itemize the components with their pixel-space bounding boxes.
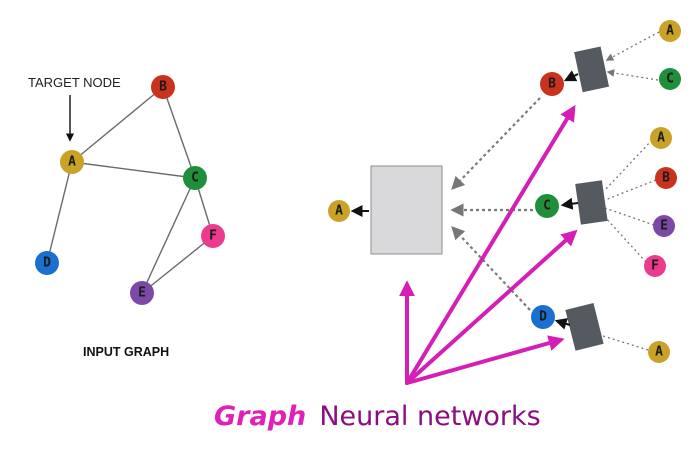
edge-d-box-to-d [554, 318, 571, 330]
target-node-label: TARGET NODE [28, 75, 121, 90]
level2-node-c-b: B [655, 167, 677, 189]
magenta-arrow-to-d [405, 335, 565, 385]
input-graph-caption: INPUT GRAPH [83, 345, 169, 359]
svg-text:C: C [666, 72, 674, 87]
input-node-b: B [151, 75, 175, 99]
aggregation-box-center [370, 165, 443, 255]
svg-text:B: B [548, 77, 556, 92]
edge-l2-a-to-c-box [604, 139, 653, 191]
edge-a-b [71, 86, 164, 163]
level2-node-d-a: A [648, 341, 670, 363]
edge-b-c [162, 86, 196, 179]
edge-l1-b-to-center [451, 97, 541, 190]
edge-b-box-to-b [563, 70, 579, 82]
title-graph: Graph [214, 401, 306, 432]
level1-node-d: D [531, 305, 555, 329]
svg-text:B: B [662, 171, 670, 186]
aggregation-box-d [565, 302, 604, 351]
computation-graph: A B C D A C [328, 20, 681, 363]
page-title: Graph Neural networks [214, 401, 541, 432]
level2-node-b-c: C [659, 68, 681, 90]
level2-node-b-a: A [659, 20, 681, 42]
input-node-e: E [130, 281, 154, 305]
aggregation-box-c [575, 180, 608, 225]
magenta-arrows [399, 104, 578, 385]
edge-l2-b-to-c-box [604, 179, 657, 201]
input-graph: TARGET NODE A B C D E F INPUT GRAPH [28, 75, 225, 359]
aggregation-box-b [574, 46, 610, 93]
svg-text:F: F [209, 229, 217, 244]
svg-text:A: A [666, 24, 674, 39]
edge-c-e [141, 177, 196, 294]
svg-text:A: A [335, 204, 343, 219]
level2-node-c-e: E [653, 215, 675, 237]
edge-a-d [46, 161, 73, 264]
edge-c-box-to-c [560, 197, 579, 210]
svg-text:D: D [539, 310, 547, 325]
level2-edges [599, 31, 660, 351]
input-node-d: D [35, 251, 59, 275]
input-node-c: C [183, 166, 207, 190]
output-node-a: A [328, 200, 350, 222]
magenta-arrow-to-c [405, 229, 578, 385]
edge-l2-e-to-c-box [604, 207, 655, 226]
level1-node-b: B [540, 72, 564, 96]
svg-text:A: A [655, 345, 663, 360]
svg-text:A: A [657, 131, 665, 146]
svg-text:F: F [651, 259, 659, 274]
input-graph-edges [46, 86, 214, 294]
edge-l2-f-to-c-box [602, 214, 647, 263]
svg-text:D: D [43, 256, 51, 271]
input-node-f: F [201, 224, 225, 248]
svg-text:A: A [68, 155, 76, 170]
level1-node-c: C [535, 194, 559, 218]
magenta-arrow-to-b [405, 104, 576, 385]
edge-e-f [141, 235, 214, 294]
level2-node-c-a: A [650, 127, 672, 149]
title-rest: Neural networks [319, 401, 540, 432]
input-node-a: A [60, 150, 84, 174]
edge-l2-c-to-b-box [606, 69, 659, 81]
edge-l2-a-to-b-box [605, 31, 660, 61]
edge-a-c [71, 161, 196, 179]
level1-edges [450, 97, 541, 311]
svg-text:E: E [138, 286, 146, 301]
edge-l2-a-to-d-box [599, 334, 649, 351]
level2-node-c-f: F [644, 255, 666, 277]
svg-text:E: E [660, 219, 668, 234]
edge-l1-d-to-center [451, 226, 531, 311]
svg-text:B: B [159, 80, 167, 95]
svg-text:C: C [191, 171, 199, 186]
svg-text:C: C [543, 199, 551, 214]
